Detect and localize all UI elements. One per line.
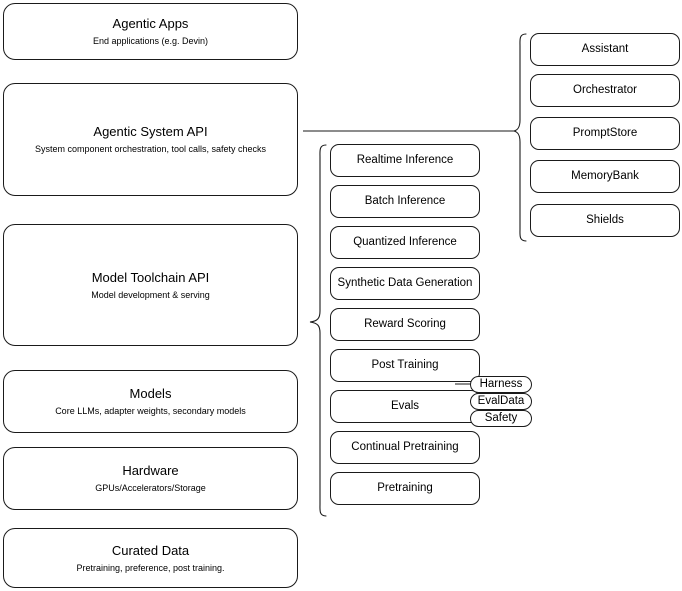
- layer-agentic-system-api[interactable]: Agentic System API System component orch…: [3, 83, 298, 196]
- capability-pretraining[interactable]: Pretraining: [330, 472, 480, 505]
- capability-post-training[interactable]: Post Training: [330, 349, 480, 382]
- layer-title: Agentic System API: [93, 124, 208, 139]
- system-component-assistant[interactable]: Assistant: [530, 33, 680, 66]
- layer-subtitle: End applications (e.g. Devin): [92, 36, 209, 46]
- layer-title: Models: [129, 386, 172, 401]
- system-components-brace: [513, 33, 527, 242]
- layer-curated-data[interactable]: Curated Data Pretraining, preference, po…: [3, 528, 298, 588]
- capability-quantized-inference[interactable]: Quantized Inference: [330, 226, 480, 259]
- layer-model-toolchain-api[interactable]: Model Toolchain API Model development & …: [3, 224, 298, 346]
- capability-synthetic-data-generation[interactable]: Synthetic Data Generation: [330, 267, 480, 300]
- layer-title: Hardware: [122, 463, 179, 478]
- layer-subtitle: Core LLMs, adapter weights, secondary mo…: [55, 406, 246, 416]
- model-toolchain-api-to-capabilities-brace: [309, 144, 327, 517]
- system-component-orchestrator[interactable]: Orchestrator: [530, 74, 680, 107]
- layer-agentic-apps[interactable]: Agentic Apps End applications (e.g. Devi…: [3, 3, 298, 60]
- layer-hardware[interactable]: Hardware GPUs/Accelerators/Storage: [3, 447, 298, 510]
- capability-realtime-inference[interactable]: Realtime Inference: [330, 144, 480, 177]
- layer-models[interactable]: Models Core LLMs, adapter weights, secon…: [3, 370, 298, 433]
- capability-evals[interactable]: Evals: [330, 390, 480, 423]
- capability-batch-inference[interactable]: Batch Inference: [330, 185, 480, 218]
- layer-subtitle: Model development & serving: [91, 289, 210, 300]
- layer-title: Curated Data: [111, 542, 190, 558]
- eval-subcomponent-safety[interactable]: Safety: [470, 410, 532, 427]
- layer-subtitle: System component orchestration, tool cal…: [34, 144, 267, 154]
- system-component-memorybank[interactable]: MemoryBank: [530, 160, 680, 193]
- eval-subcomponent-evaldata[interactable]: EvalData: [470, 393, 532, 410]
- layer-subtitle: GPUs/Accelerators/Storage: [95, 483, 206, 493]
- layer-title: Model Toolchain API: [91, 269, 210, 285]
- system-component-promptstore[interactable]: PromptStore: [530, 117, 680, 150]
- capability-continual-pretraining[interactable]: Continual Pretraining: [330, 431, 480, 464]
- layer-subtitle: Pretraining, preference, post training.: [76, 562, 225, 573]
- eval-subcomponent-harness[interactable]: Harness: [470, 376, 532, 393]
- layer-title: Agentic Apps: [112, 16, 189, 31]
- system-component-shields[interactable]: Shields: [530, 204, 680, 237]
- capability-reward-scoring[interactable]: Reward Scoring: [330, 308, 480, 341]
